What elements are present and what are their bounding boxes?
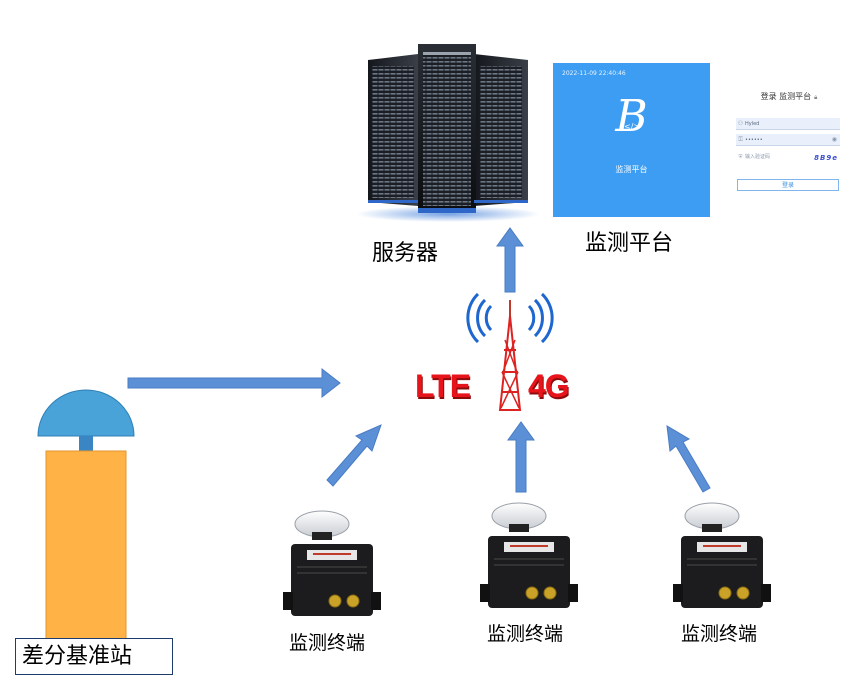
terminal-label-1: 监测终端 [289,632,366,654]
arrow-terminal-1-to-lte [326,424,382,487]
arrow-lte-to-server [496,227,524,293]
platform-splash-screen: 2022-11-09 22:40:46 B </> 监测平台 [553,63,710,217]
eye-icon[interactable]: ◉ [831,136,837,143]
password-field[interactable]: ⚿•••••• ◉ [736,134,840,146]
captcha-placeholder: 输入验证码 [745,154,771,160]
terminal-device-icon-3 [673,502,771,608]
username-field[interactable]: ⚇Hyled [736,118,840,130]
shield-icon: ⛨ [738,154,743,160]
captcha-field[interactable]: ⛨输入验证码 8B9e [736,152,840,163]
key-icon: ⚿ [738,136,743,143]
lte-text: LTE [415,368,471,404]
platform-label: 监测平台 [585,231,674,256]
4g-text: 4G [528,368,570,404]
terminal-label-3: 监测终端 [681,623,758,645]
cell-tower-icon [466,292,554,411]
terminal-label-2: 监测终端 [487,623,564,645]
login-title: 登录 监测平台🔒︎ [734,91,844,102]
splash-platform-name: 监测平台 [615,165,648,174]
terminal-device-icon-2 [480,502,578,608]
splash-timestamp: 2022-11-09 22:40:46 [562,70,626,77]
arrow-base-to-lte [127,367,341,399]
platform-code-icon: </> [624,122,641,131]
login-button[interactable]: 登录 [737,179,839,191]
user-icon: ⚇ [737,120,744,127]
captcha-image[interactable]: 8B9e [814,154,838,162]
lock-icon: 🔒︎ [814,94,818,101]
base-station-label: 差分基准站 [15,638,173,675]
arrow-terminal-2-to-lte [507,421,535,493]
server-label: 服务器 [372,241,439,266]
base-station-icon [37,389,135,648]
password-value: •••••• [745,137,763,143]
server-rack-icon [356,44,540,222]
login-panel: 登录 监测平台🔒︎ ⚇Hyled ⚿•••••• ◉ ⛨输入验证码 8B9e 登… [734,88,844,198]
terminal-device-icon-1 [283,510,381,616]
platform-logo-icon: B [615,91,648,142]
username-value: Hyled [745,121,760,127]
login-title-text: 登录 监测平台 [760,92,812,101]
arrow-terminal-3-to-lte [666,425,711,493]
